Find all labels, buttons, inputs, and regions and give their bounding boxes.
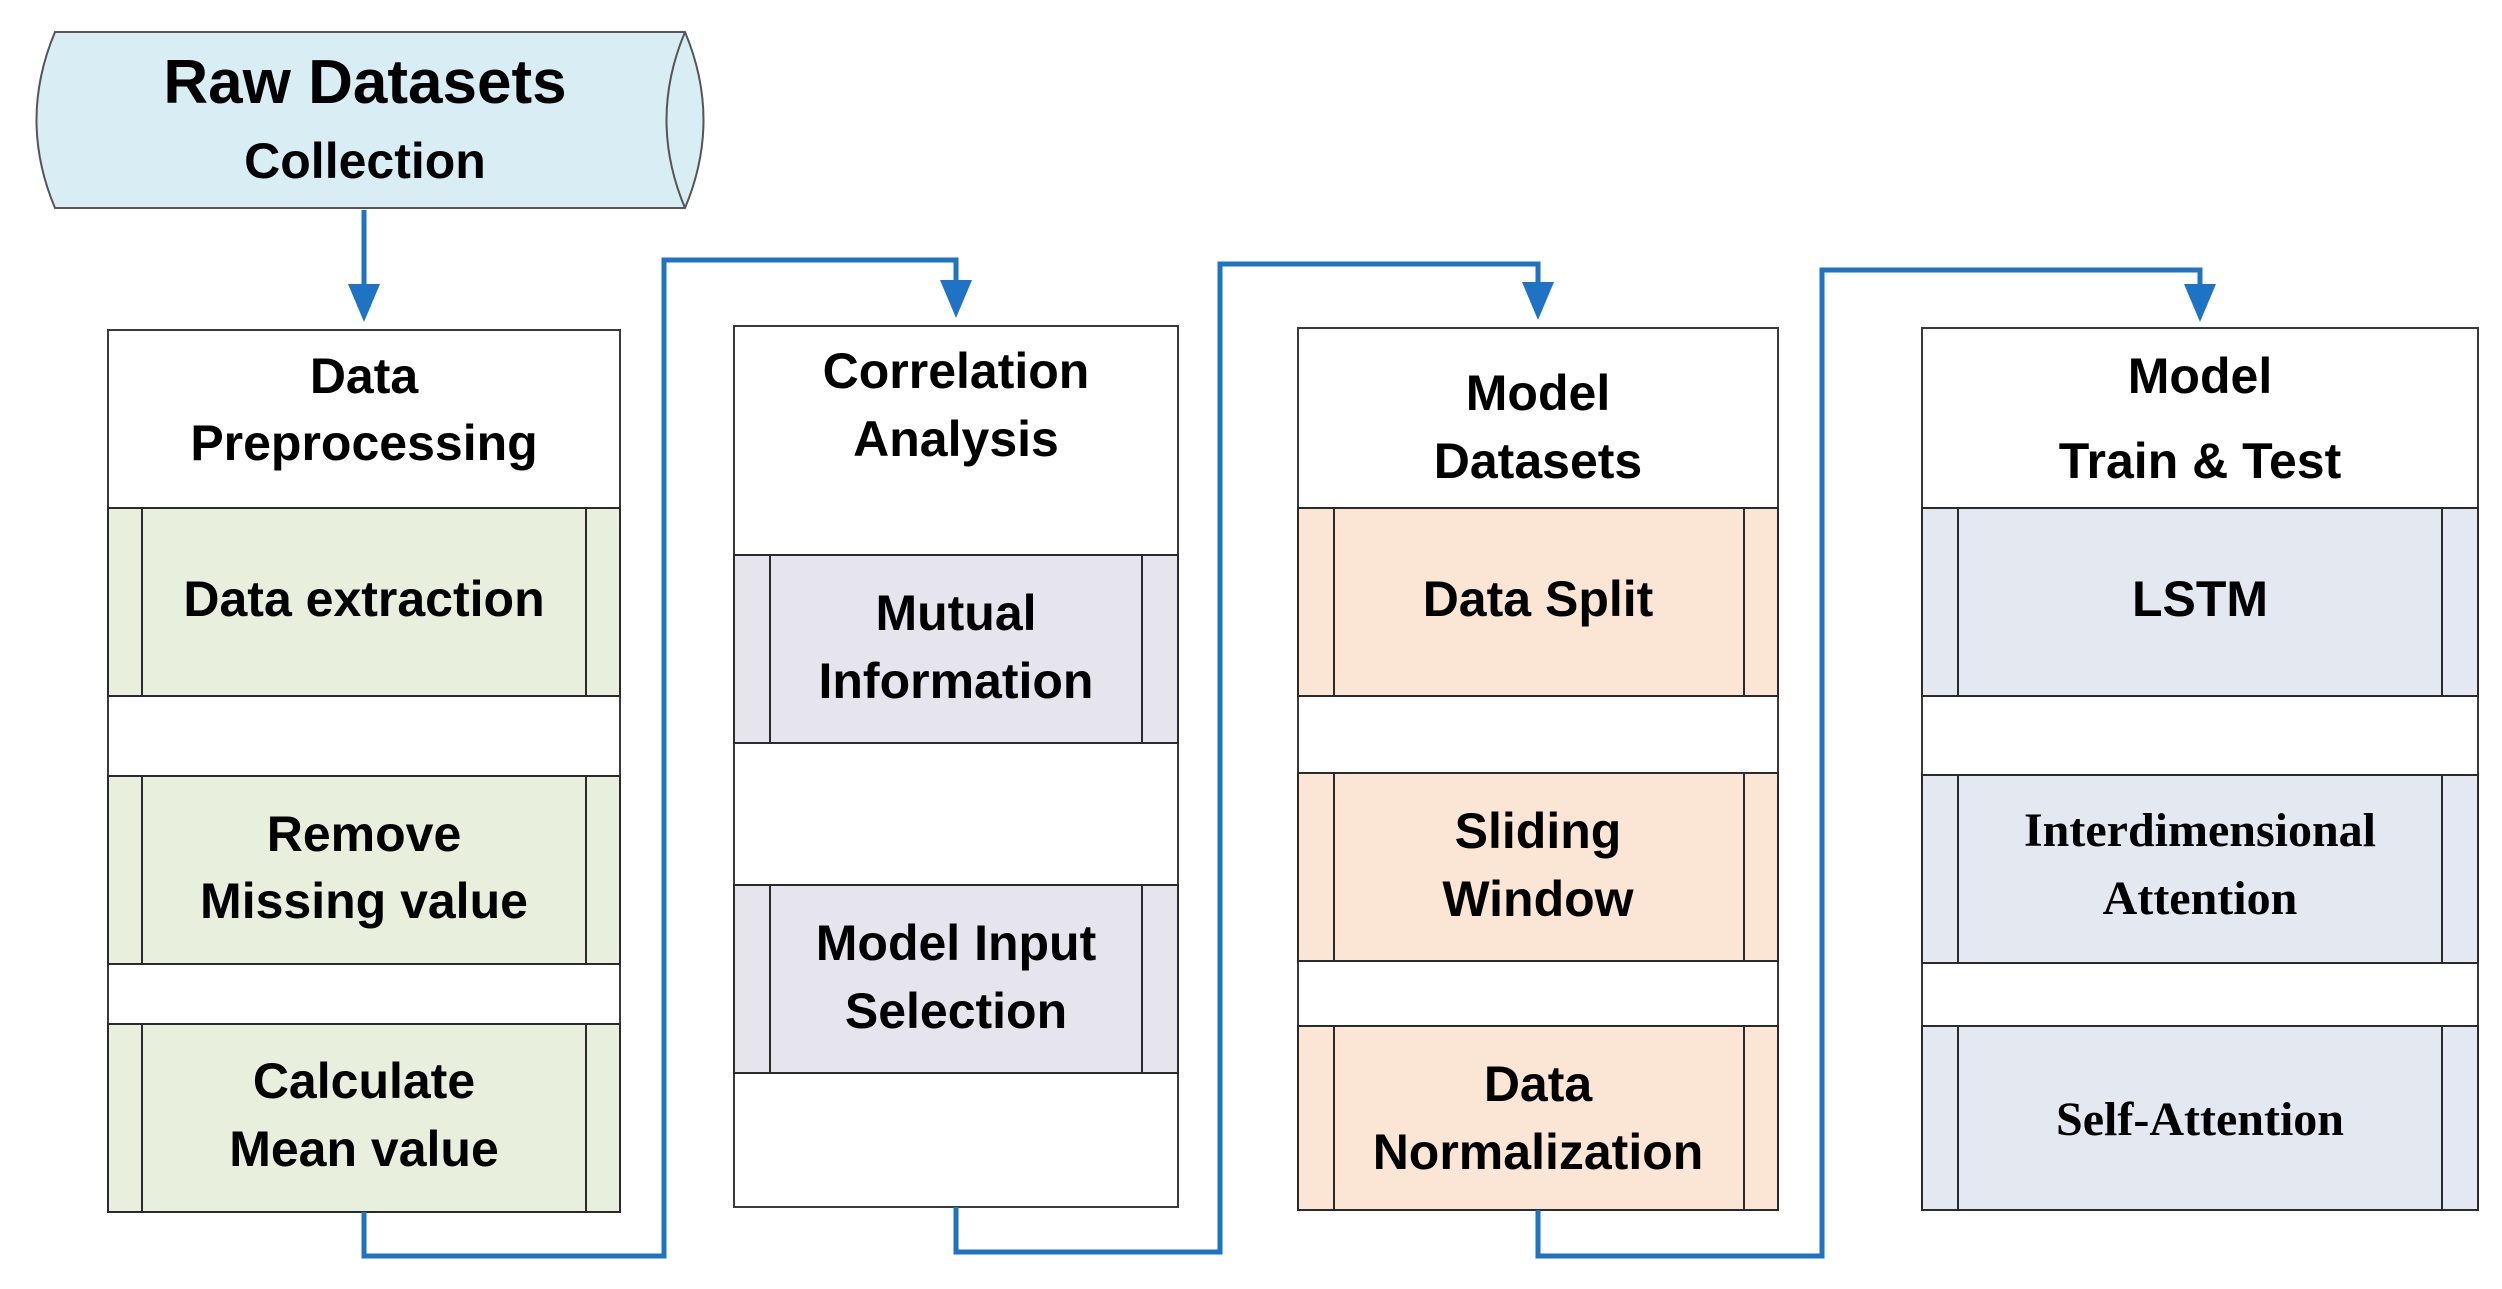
column-header-line-2: Analysis <box>853 411 1059 467</box>
column-header-line-2: Datasets <box>1434 433 1642 489</box>
cylinder-cap <box>665 31 686 209</box>
step-mutual-information <box>733 554 1179 744</box>
step-label-line-2: Missing value <box>200 873 528 929</box>
arrowhead-down <box>1522 282 1554 320</box>
step-interdimensional-attention <box>1921 774 2479 964</box>
step-label-line-1: Data <box>1484 1056 1594 1112</box>
connector-correlation-to-datasets <box>953 261 1541 1255</box>
column-header-line-1: Model <box>1466 365 1610 421</box>
column-header-line-1: Correlation <box>823 343 1090 399</box>
arrowhead-down <box>348 284 380 322</box>
step-label-line-1: Remove <box>267 806 462 862</box>
start-title: Raw Datasets <box>163 48 566 117</box>
step-label: LSTM <box>2132 571 2268 627</box>
step-label-line-1: Mutual <box>875 585 1036 641</box>
start-subtitle: Collection <box>244 133 486 189</box>
arrowhead-down <box>940 280 972 318</box>
step-label: Self-Attention <box>2056 1093 2344 1146</box>
column-model-train-test: Model Train & Test LSTM Interdimensional… <box>1921 327 2479 1211</box>
step-label-line-2: Mean value <box>229 1121 499 1177</box>
step-model-input-selection <box>733 884 1179 1074</box>
column-header-line-2: Train & Test <box>2059 433 2342 489</box>
step-label-line-1: Sliding <box>1455 803 1622 859</box>
column-header-line-1: Model <box>2128 348 2272 404</box>
step-label-line-2: Normalization <box>1373 1124 1704 1180</box>
column-header-line-2: Preprocessing <box>190 415 537 471</box>
step-label-line-2: Information <box>819 653 1094 709</box>
column-correlation-analysis: Correlation Analysis Mutual Information … <box>733 325 1179 1208</box>
connectors <box>348 210 2216 1259</box>
step-label-line-2: Attention <box>2103 872 2298 925</box>
step-label: Data Split <box>1423 571 1654 627</box>
step-remove-missing-value <box>107 775 621 965</box>
step-label-line-2: Window <box>1442 871 1633 927</box>
step-sliding-window <box>1297 772 1779 962</box>
step-label-line-2: Selection <box>845 983 1067 1039</box>
raw-datasets-cylinder: Raw Datasets Collection <box>35 31 705 209</box>
step-self-attention <box>1921 1025 2479 1211</box>
connector-preprocessing-to-correlation <box>361 257 959 1259</box>
step-label: Data extraction <box>183 571 544 627</box>
step-data-extraction <box>107 507 621 697</box>
column-model-datasets: Model Datasets Data Split Sliding Window… <box>1297 327 1779 1211</box>
step-label-line-1: Model Input <box>816 915 1097 971</box>
arrowhead-down <box>2184 284 2216 322</box>
column-data-preprocessing: Data Preprocessing Data extraction Remov… <box>107 329 621 1213</box>
step-data-split <box>1297 507 1779 697</box>
column-header-line-1: Data <box>310 348 420 404</box>
step-label-line-1: Interdimensional <box>2024 804 2376 857</box>
connector-datasets-to-train <box>1535 267 2203 1259</box>
step-data-normalization <box>1297 1025 1779 1211</box>
step-label-line-1: Calculate <box>253 1053 475 1109</box>
step-calculate-mean-value <box>107 1023 621 1213</box>
step-lstm <box>1921 507 2479 697</box>
